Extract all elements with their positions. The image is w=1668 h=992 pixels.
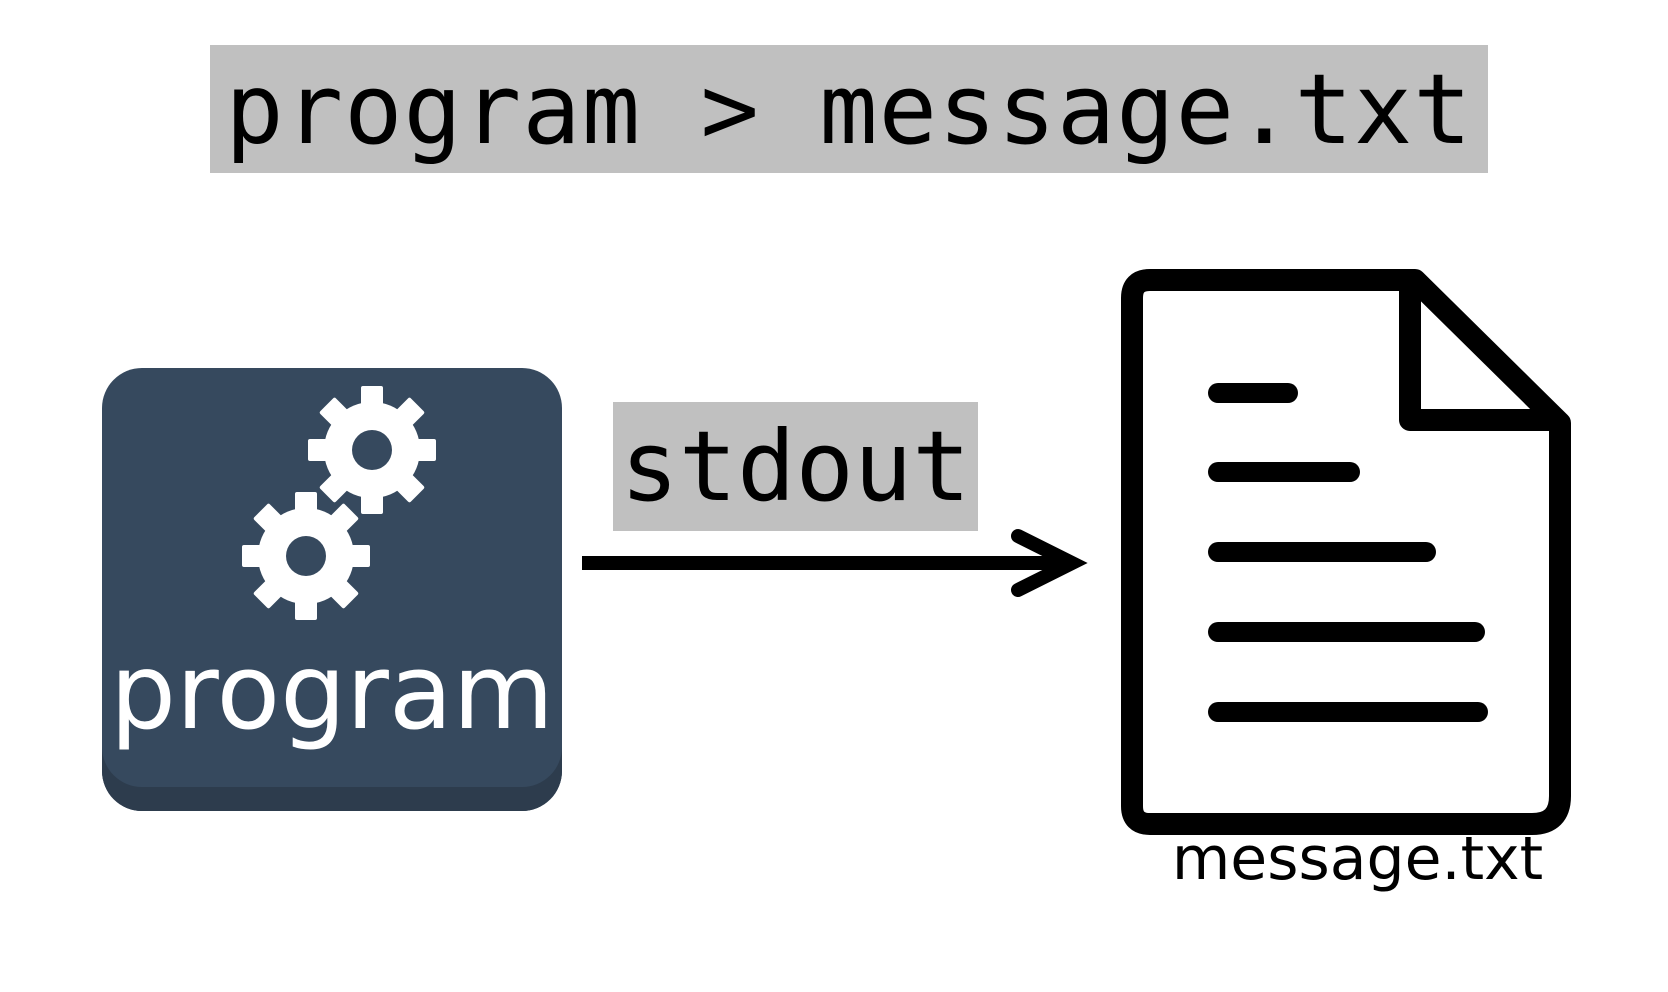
stdout-label: stdout (620, 410, 971, 523)
gears-icon (242, 386, 436, 620)
document-icon (1121, 269, 1571, 835)
stdout-label-box: stdout (613, 402, 978, 531)
command-line-box: program > message.txt (210, 45, 1488, 173)
program-label: program (110, 631, 554, 753)
command-text: program > message.txt (225, 52, 1473, 166)
arrow-right-icon (582, 529, 1088, 597)
file-label: message.txt (1171, 824, 1544, 894)
program-node: program (102, 368, 562, 811)
